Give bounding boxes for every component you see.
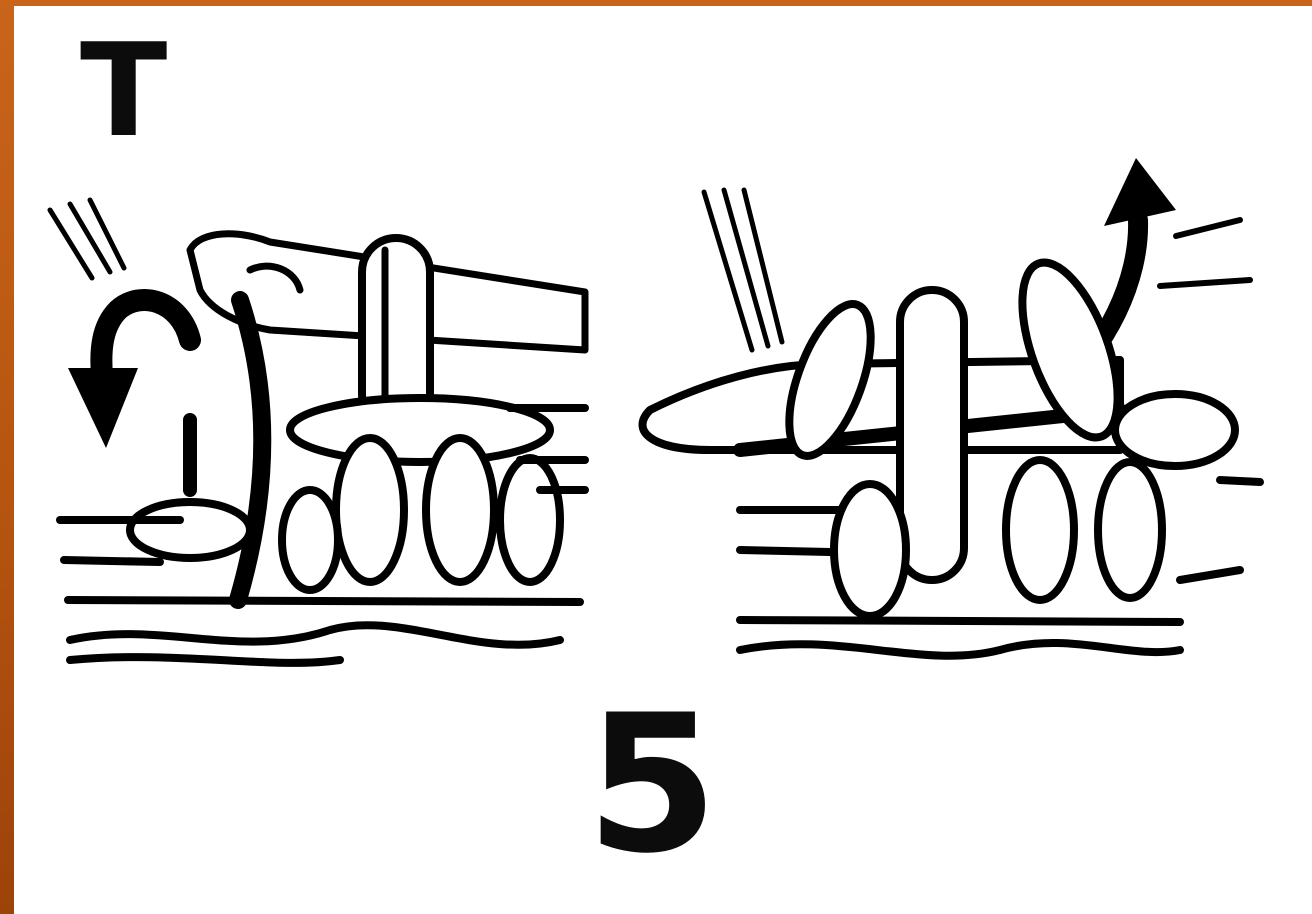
crochet-step-right-figure [620,150,1280,680]
stitch-row-left [60,398,585,663]
curved-arrow-icon [68,300,190,448]
stitch-row-right [740,460,1260,656]
motion-lines-left [50,200,124,278]
yarn-strand [238,300,262,600]
corner-letter: T [80,28,167,156]
step-number: 5 [586,690,718,880]
crochet-step-left-figure [40,190,600,680]
motion-lines-right [704,190,1250,350]
